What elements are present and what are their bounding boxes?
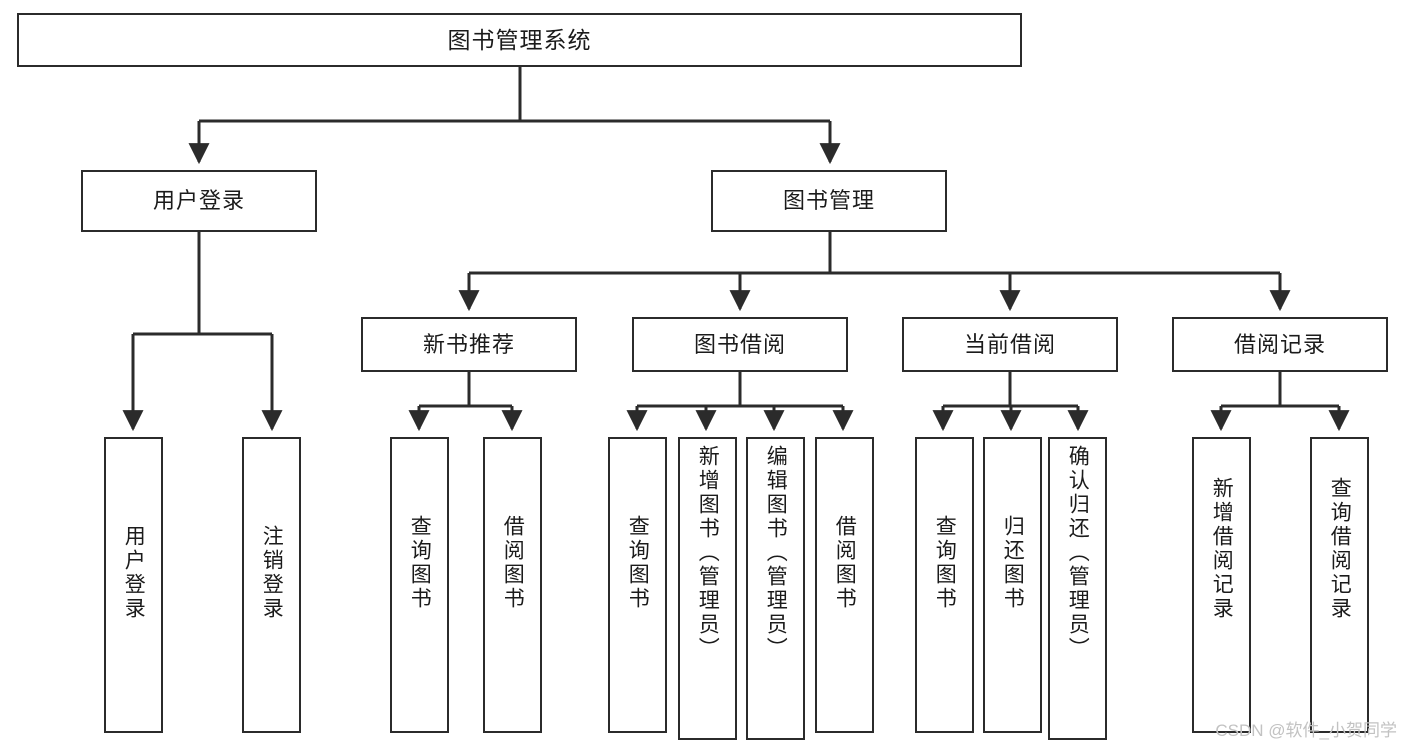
csdn-watermark: CSDN @软件_小贺同学 [1215, 721, 1397, 740]
leaf-current-return-book[interactable]: 归还图书 [983, 437, 1042, 733]
leaf-recommendation-borrow-book[interactable]: 借阅图书 [483, 437, 542, 733]
node-label: 图书管理 [782, 188, 875, 214]
leaf-current-query-book[interactable]: 查询图书 [915, 437, 974, 733]
node-label: 新书推荐 [422, 331, 515, 357]
node-label: 借阅图书 [833, 515, 857, 611]
leaf-user-login[interactable]: 用户登录 [104, 437, 163, 733]
node-label: 查询图书 [626, 515, 650, 611]
node-label: 归还图书 [1001, 515, 1025, 611]
leaf-record-query-borrow-record[interactable]: 查询借阅记录 [1310, 437, 1369, 733]
node-label: 查询借阅记录 [1328, 477, 1352, 621]
leaf-borrowing-borrow-book[interactable]: 借阅图书 [815, 437, 874, 733]
node-label: 借阅图书 [501, 515, 525, 611]
node-root-book-management-system[interactable]: 图书管理系统 [17, 13, 1022, 67]
node-label: 用户登录 [152, 188, 245, 214]
node-label: 确认归还（管理员） [1066, 445, 1090, 661]
node-label: 新增借阅记录 [1210, 477, 1234, 621]
node-label: 注销登录 [260, 525, 284, 621]
leaf-recommendation-query-book[interactable]: 查询图书 [390, 437, 449, 733]
node-label: 查询图书 [408, 515, 432, 611]
node-book-borrowing[interactable]: 图书借阅 [632, 317, 848, 372]
leaf-borrowing-query-book[interactable]: 查询图书 [608, 437, 667, 733]
leaf-borrowing-edit-book-admin[interactable]: 编辑图书（管理员） [746, 437, 805, 740]
node-book-management[interactable]: 图书管理 [711, 170, 947, 232]
leaf-borrowing-add-book-admin[interactable]: 新增图书（管理员） [678, 437, 737, 740]
leaf-current-confirm-return-admin[interactable]: 确认归还（管理员） [1048, 437, 1107, 740]
node-label: 图书借阅 [693, 331, 786, 357]
node-label: 新增图书（管理员） [696, 445, 720, 661]
node-label: 图书管理系统 [447, 26, 592, 53]
node-label: 用户登录 [122, 525, 146, 621]
node-user-login[interactable]: 用户登录 [81, 170, 317, 232]
node-label: 当前借阅 [963, 331, 1056, 357]
leaf-user-logout[interactable]: 注销登录 [242, 437, 301, 733]
node-label: 借阅记录 [1233, 331, 1326, 357]
node-current-borrowing[interactable]: 当前借阅 [902, 317, 1118, 372]
node-new-book-recommendation[interactable]: 新书推荐 [361, 317, 577, 372]
node-label: 查询图书 [933, 515, 957, 611]
node-borrowing-record[interactable]: 借阅记录 [1172, 317, 1388, 372]
leaf-record-add-borrow-record[interactable]: 新增借阅记录 [1192, 437, 1251, 733]
node-label: 编辑图书（管理员） [764, 445, 788, 661]
